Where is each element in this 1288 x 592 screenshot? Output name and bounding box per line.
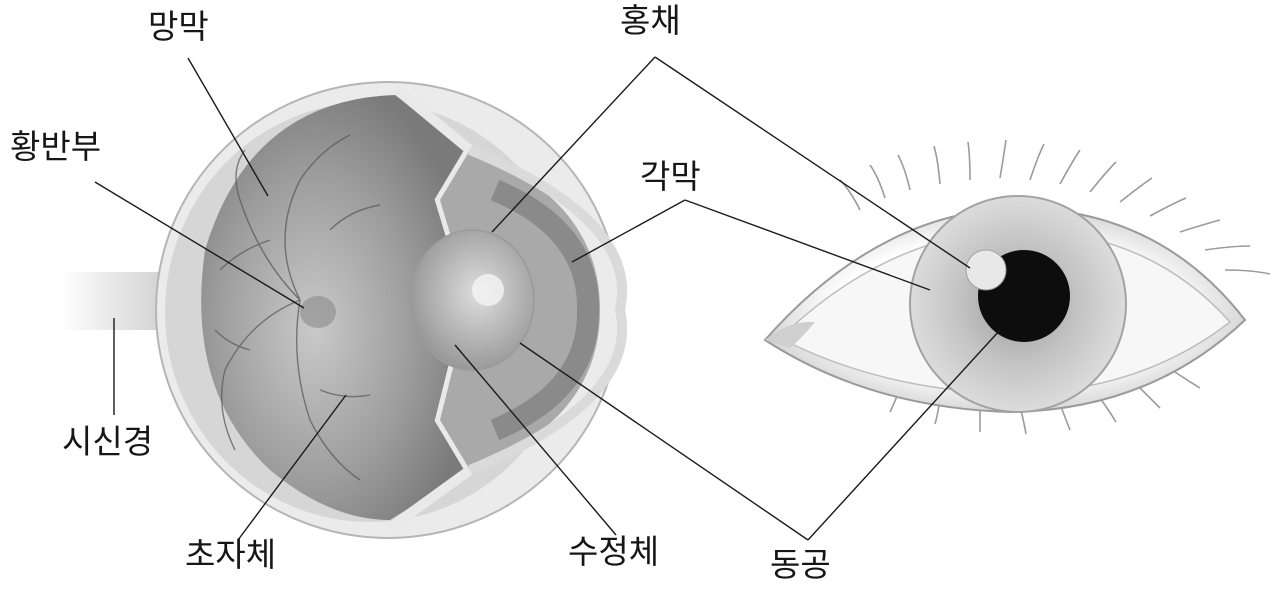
external-eye bbox=[765, 140, 1270, 434]
leader-iris-right bbox=[655, 57, 970, 268]
label-cornea: 각막 bbox=[640, 160, 701, 193]
label-vitreous: 초자체 bbox=[185, 538, 276, 571]
label-optic-nerve: 시신경 bbox=[62, 425, 153, 458]
label-lens: 수정체 bbox=[568, 535, 659, 568]
label-pupil: 동공 bbox=[770, 548, 831, 581]
optic-nerve-shape bbox=[60, 272, 170, 330]
label-iris: 홍채 bbox=[620, 4, 681, 37]
eye-reflection bbox=[966, 250, 1006, 290]
eyeball-cross-section bbox=[60, 82, 622, 538]
lens-shape bbox=[410, 230, 534, 370]
lens-highlight bbox=[472, 274, 504, 306]
label-retina: 망막 bbox=[148, 10, 209, 43]
macula-spot bbox=[300, 296, 336, 328]
label-macula: 황반부 bbox=[10, 130, 101, 163]
